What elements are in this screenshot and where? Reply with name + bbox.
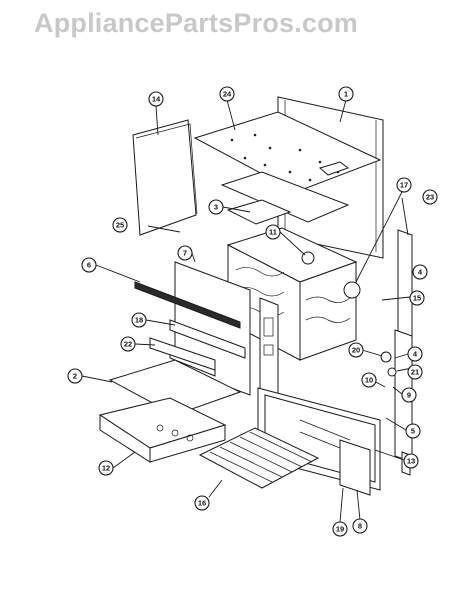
svg-text:13: 13 <box>407 457 415 466</box>
svg-text:4: 4 <box>413 350 418 359</box>
svg-text:22: 22 <box>124 340 132 349</box>
callout-18: 18 <box>131 312 147 328</box>
callout-7: 7 <box>177 245 193 261</box>
svg-text:6: 6 <box>87 261 91 270</box>
svg-text:4: 4 <box>418 268 423 277</box>
svg-text:5: 5 <box>411 427 415 436</box>
svg-text:9: 9 <box>407 391 411 400</box>
svg-text:21: 21 <box>411 368 419 377</box>
callout-13: 13 <box>403 453 419 469</box>
drawer-tray-part <box>98 359 242 463</box>
callout-21: 21 <box>407 364 423 380</box>
callout-11: 11 <box>265 224 281 240</box>
svg-text:11: 11 <box>269 228 277 237</box>
svg-text:14: 14 <box>152 95 161 104</box>
svg-text:7: 7 <box>183 249 187 258</box>
callout-25: 25 <box>112 217 128 233</box>
svg-text:19: 19 <box>336 525 344 534</box>
callout-16: 16 <box>194 495 210 511</box>
svg-text:3: 3 <box>214 203 218 212</box>
top-panel-part <box>193 111 382 193</box>
callout-6: 6 <box>81 257 97 273</box>
callout-14: 14 <box>148 91 164 107</box>
callout-8: 8 <box>352 518 368 534</box>
svg-text:12: 12 <box>102 464 110 473</box>
callout-19: 19 <box>332 521 348 537</box>
callout-22: 22 <box>120 336 136 352</box>
svg-text:1: 1 <box>344 90 348 99</box>
callout-5: 5 <box>405 423 421 439</box>
svg-text:24: 24 <box>223 90 232 99</box>
callout-23: 23 <box>422 189 438 205</box>
svg-text:10: 10 <box>365 376 373 385</box>
callout-12: 12 <box>98 460 114 476</box>
callout-3: 3 <box>208 199 224 215</box>
callout-4-upper: 4 <box>412 264 428 280</box>
callout-1: 1 <box>338 86 354 102</box>
trim-strip-part <box>134 281 241 329</box>
side-panel-part <box>132 119 198 236</box>
callout-4-lower: 4 <box>407 346 423 362</box>
svg-text:2: 2 <box>73 372 77 381</box>
svg-text:16: 16 <box>198 499 206 508</box>
svg-text:15: 15 <box>413 294 421 303</box>
callout-24: 24 <box>219 86 235 102</box>
callout-9: 9 <box>401 387 417 403</box>
callout-20: 20 <box>348 342 364 358</box>
svg-text:23: 23 <box>426 193 434 202</box>
oven-rack-part <box>198 427 320 489</box>
callout-2: 2 <box>67 368 83 384</box>
callout-17: 17 <box>396 177 412 193</box>
svg-text:17: 17 <box>400 181 408 190</box>
heat-shield-part <box>220 171 350 225</box>
svg-text:8: 8 <box>358 522 362 531</box>
svg-text:18: 18 <box>135 316 143 325</box>
svg-text:20: 20 <box>352 346 360 355</box>
svg-text:25: 25 <box>116 221 124 230</box>
watermark-logo: AppliancePartsPros.com <box>34 8 359 38</box>
callout-15: 15 <box>409 290 425 306</box>
callout-10: 10 <box>361 372 377 388</box>
